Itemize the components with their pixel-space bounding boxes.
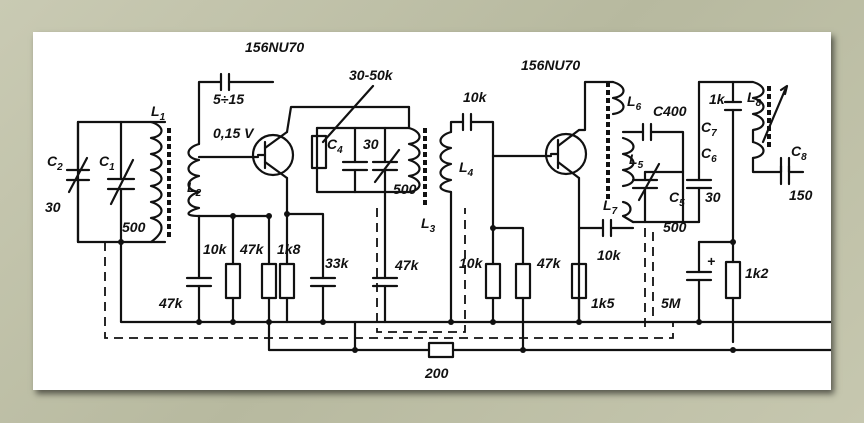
label-c8: C8 — [791, 143, 807, 163]
label-c1-value: 500 — [122, 219, 146, 235]
label-r-10k-b: 10k — [459, 255, 484, 271]
label-r-1k2: 1k2 — [745, 265, 769, 281]
label-c-33k: 33k — [325, 255, 350, 271]
label-l2: L2 — [187, 179, 202, 199]
label-bias-voltage: 0,15 V — [213, 125, 255, 141]
transistor-2-symbol — [544, 132, 588, 176]
stage-1: L2 5÷15 156NU70 0,15 V 47k 10k 47k 1k — [158, 39, 411, 324]
label-l1: L1 — [151, 103, 166, 123]
circuit-schematic: L1 C2 30 C1 500 L2 5÷15 156NU70 0,15 V 4… — [45, 39, 831, 381]
schematic-sheet: L1 C2 30 C1 500 L2 5÷15 156NU70 0,15 V 4… — [33, 32, 831, 390]
label-elko-plus: + — [707, 253, 715, 269]
label-c-47k-mid: 47k — [394, 257, 420, 273]
label-r-47k-b: 47k — [536, 255, 562, 271]
label-transistor-2: 156NU70 — [521, 57, 580, 73]
transistor-1-symbol — [251, 133, 295, 177]
label-r-47k-a: 47k — [239, 241, 265, 257]
label-cap-10k-top: 10k — [463, 89, 488, 105]
label-elko: 5M — [661, 295, 681, 311]
label-l6: L6 — [627, 93, 642, 113]
label-l3: L3 — [421, 215, 436, 235]
stage-2: 156NU70 10k 47k 1k5 10k L6 C400 L5 — [459, 57, 721, 324]
label-l8: L8 — [747, 89, 762, 109]
label-c7: C7 — [701, 119, 717, 139]
label-r-10k: 10k — [203, 241, 228, 257]
ground-rails: 200 — [104, 208, 831, 381]
label-l5: L5 — [629, 151, 644, 171]
label-r-1k5: 1k5 — [591, 295, 615, 311]
label-c3b-value: 500 — [393, 181, 417, 197]
label-c-47k-left: 47k — [158, 295, 184, 311]
label-c2: C2 — [47, 153, 63, 173]
label-c1: C1 — [99, 153, 115, 173]
label-c4: C4 — [327, 136, 343, 156]
label-r-200: 200 — [424, 365, 449, 381]
middle-tank: 30-50k C4 30 500 L3 L4 10k 47k — [310, 67, 495, 324]
output-tank: 1k L8 C7 C6 C8 150 + 5M 1k2 — [661, 80, 813, 344]
left-tank: L1 C2 30 C1 500 — [45, 103, 171, 245]
label-c8-value: 150 — [789, 187, 813, 203]
label-c5: C5 — [669, 189, 685, 209]
label-c5-value: 30 — [705, 189, 721, 205]
label-c-500: 500 — [663, 219, 687, 235]
label-l4: L4 — [459, 159, 474, 179]
label-c2-value: 30 — [45, 199, 61, 215]
label-coupling-cap: 5÷15 — [213, 91, 244, 107]
label-c3-value: 30 — [363, 136, 379, 152]
label-c-1k: 1k — [709, 91, 726, 107]
label-transistor-1: 156NU70 — [245, 39, 304, 55]
label-c-400: C400 — [653, 103, 687, 119]
label-l7: L7 — [603, 197, 618, 217]
label-c6: C6 — [701, 145, 717, 165]
label-c-10k-b: 10k — [597, 247, 622, 263]
label-r-1k8: 1k8 — [277, 241, 301, 257]
label-trim-resistor: 30-50k — [349, 67, 394, 83]
